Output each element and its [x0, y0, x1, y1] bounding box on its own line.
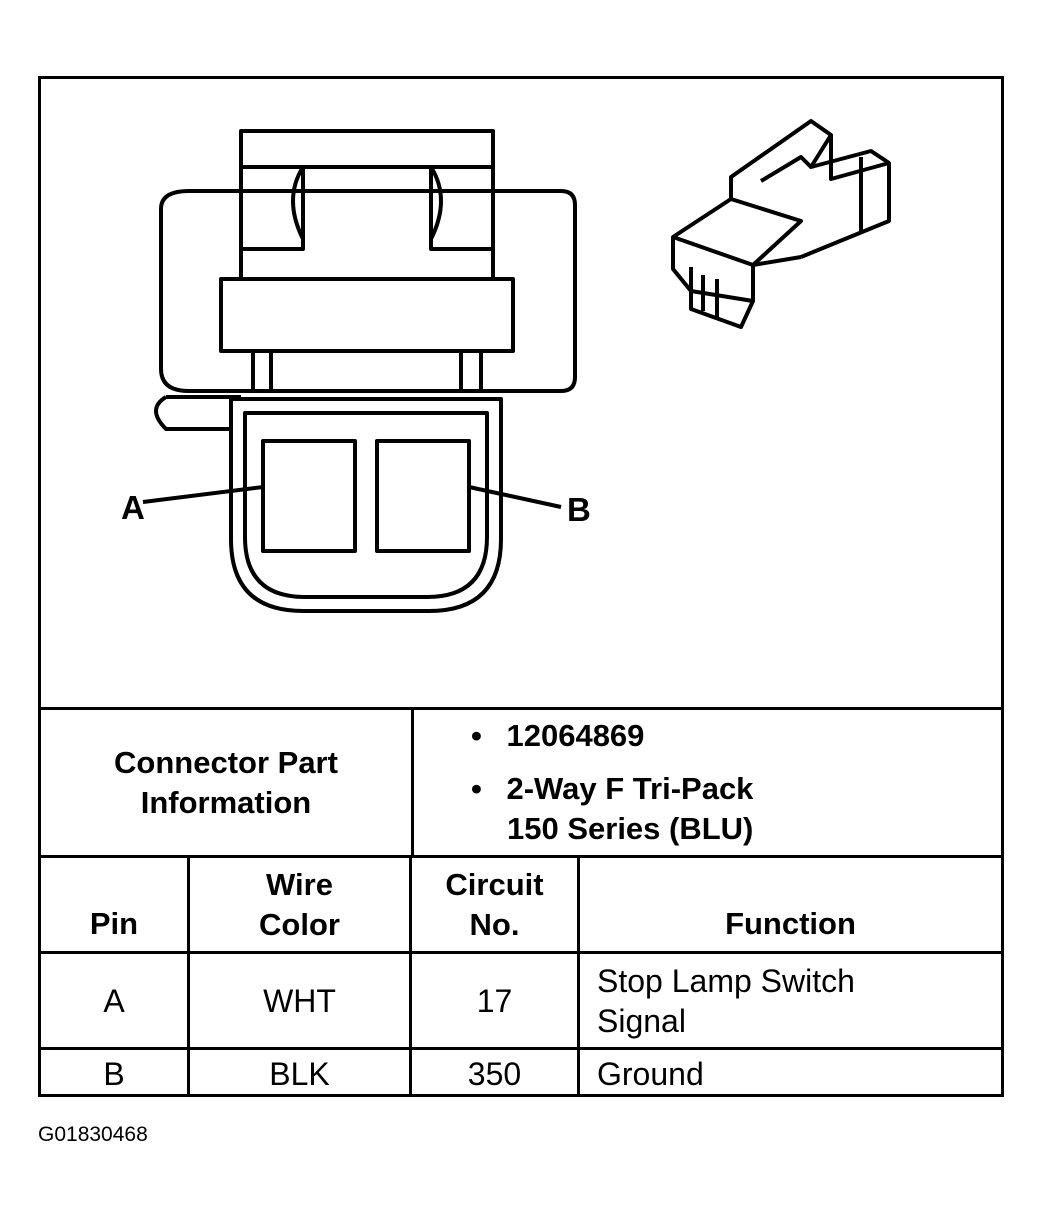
connector-latch: [239, 129, 495, 281]
header-function: Function: [580, 899, 1001, 949]
header-circuit-no: Circuit No.: [412, 861, 577, 949]
row-a-circuit-text: 17: [476, 982, 513, 1019]
row-a-wire-text: WHT: [263, 982, 336, 1019]
row-b-function-text: Ground: [597, 1055, 704, 1092]
row-b-wire-text: BLK: [269, 1055, 330, 1092]
header-top-rule: [41, 855, 1001, 858]
col-divider-1: [187, 855, 190, 1097]
row-a-function-line2: Signal: [597, 1002, 686, 1039]
bullet-2: •: [471, 771, 482, 806]
row-b-pin: B: [41, 1050, 187, 1097]
header-pin: Pin: [41, 899, 187, 949]
row-a-function: Stop Lamp Switch Signal: [597, 954, 1001, 1047]
description-text-1: 2-Way F Tri-Pack: [506, 771, 754, 806]
connector-housing: [229, 397, 503, 613]
header-circuit-line2: No.: [469, 907, 520, 942]
cavity-a: [261, 439, 357, 553]
figure-frame: A B Connector Part Information • 1206486…: [38, 76, 1004, 1097]
part-number: 12064869: [506, 718, 645, 753]
connector-illustration: A B: [121, 119, 891, 613]
part-info-label: Connector Part Information: [41, 710, 411, 855]
row-a-pin: A: [41, 954, 187, 1047]
row-b-circuit: 350: [412, 1050, 577, 1097]
part-info-label-line2: Information: [140, 784, 312, 820]
col-divider-3: [577, 855, 580, 1097]
header-bottom-rule: [41, 951, 1001, 954]
cavity-b: [375, 439, 471, 553]
part-info-divider: [411, 707, 414, 855]
row-b-circuit-text: 350: [467, 1055, 522, 1092]
header-circuit-line1: Circuit: [445, 867, 544, 902]
row-a-pin-text: A: [103, 982, 125, 1019]
row-b-wire-color: BLK: [190, 1050, 409, 1097]
row-divider: [41, 1047, 1001, 1050]
header-wire-line1: Wire: [266, 867, 333, 902]
leader-b: [468, 485, 562, 509]
connector-face-body: [159, 189, 577, 393]
connector-lock-tab: [219, 277, 515, 353]
row-a-wire-color: WHT: [190, 954, 409, 1047]
header-pin-text: Pin: [89, 906, 139, 941]
row-b-function: Ground: [597, 1050, 1001, 1097]
row-b-pin-text: B: [103, 1055, 125, 1092]
leader-a: [142, 485, 264, 504]
header-function-text: Function: [725, 906, 856, 941]
description-line1: • 2-Way F Tri-Pack: [471, 769, 753, 809]
bullet-1: •: [471, 718, 482, 753]
description-text-2: 150 Series (BLU): [507, 811, 754, 846]
header-wire-line2: Color: [259, 907, 340, 942]
part-info-label-line1: Connector Part: [114, 744, 338, 780]
pin-label-a: A: [121, 489, 145, 526]
connector-ear: [154, 395, 241, 431]
pin-label-b: B: [567, 491, 591, 528]
connector-3d-view: [671, 119, 891, 329]
row-a-circuit: 17: [412, 954, 577, 1047]
description-line2: 150 Series (BLU): [507, 809, 753, 849]
header-wire-color: Wire Color: [190, 861, 409, 949]
table-top-rule: [41, 707, 1001, 710]
row-a-function-line1: Stop Lamp Switch: [597, 962, 855, 999]
figure-id: G01830468: [38, 1123, 148, 1146]
col-divider-2: [409, 855, 412, 1097]
part-number-line: • 12064869: [471, 716, 644, 756]
